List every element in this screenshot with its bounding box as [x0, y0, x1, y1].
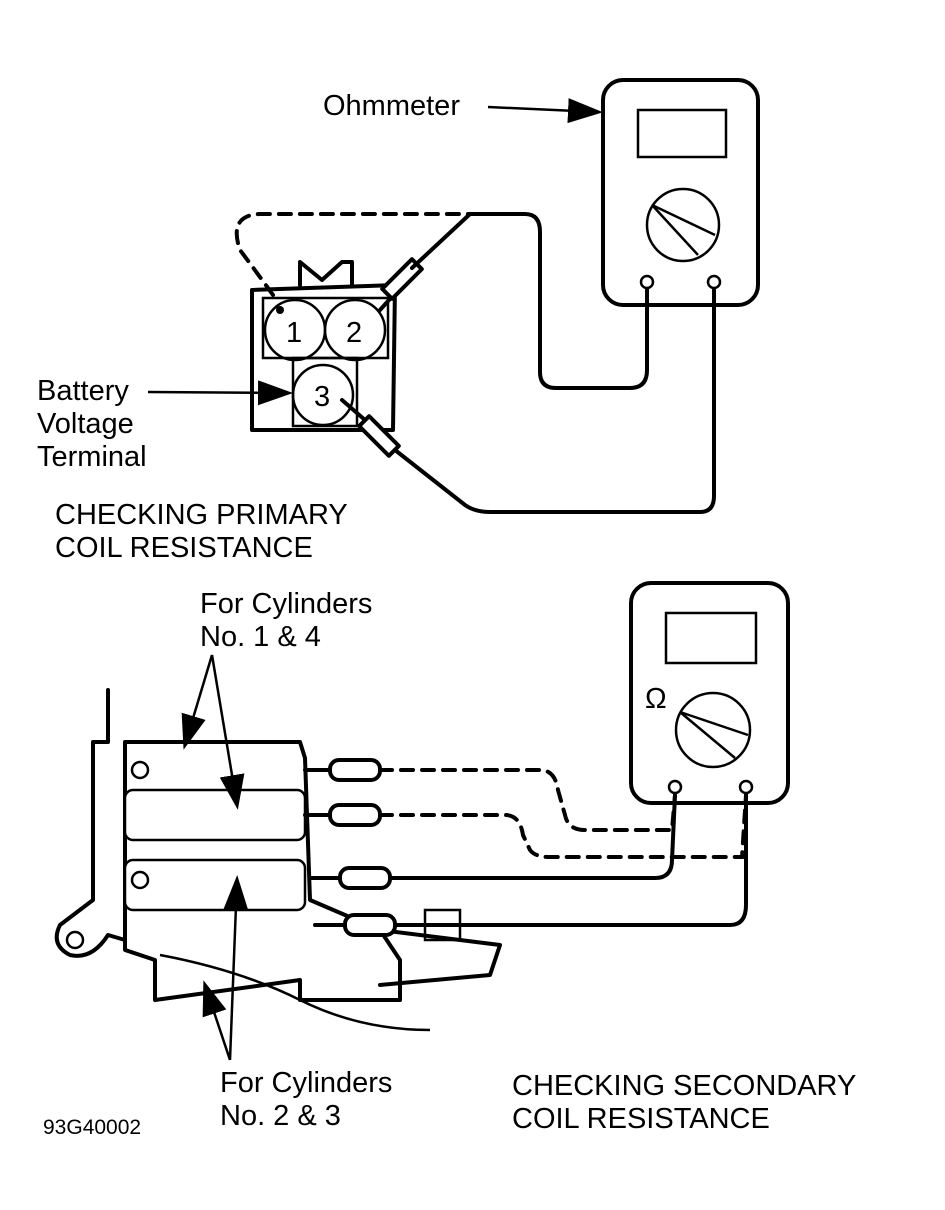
cyl23-label-line1: For Cylinders: [220, 1067, 392, 1099]
ohmmeter-display: [664, 611, 758, 665]
cyl23-arrow-a: [223, 875, 249, 1061]
dial-pointer: [679, 710, 749, 737]
lead-cyl14-dashed: [378, 768, 677, 832]
secondary-caption-line1: CHECKING SECONDARY: [512, 1070, 856, 1102]
probe-jack-com: [639, 274, 655, 290]
lead-cyl23-ohm: [393, 793, 748, 927]
mounting-bracket: [54, 688, 127, 958]
ohmmeter-display: [636, 108, 728, 159]
lead-com: [468, 212, 649, 390]
ohmmeter-arrow: [487, 98, 603, 124]
selector-dial: [645, 187, 721, 263]
cyl14-label-line1: For Cylinders: [200, 588, 372, 620]
terminal-2: [323, 298, 387, 362]
coil-lower: [123, 858, 307, 912]
ohmmeter-primary: [601, 78, 760, 307]
bracket-hole: [65, 930, 85, 950]
terminal-label-line1: Battery: [37, 375, 129, 407]
cyl23-arrow-b: [202, 980, 232, 1061]
secondary-caption-line2: COIL RESISTANCE: [512, 1103, 770, 1135]
primary-caption-line1: CHECKING PRIMARY: [55, 499, 348, 531]
terminal-1-dot: [276, 306, 284, 314]
harness-connector: [378, 928, 502, 987]
secondary-coil-pack: [54, 688, 502, 1032]
mount-bolt: [130, 870, 150, 890]
secondary-probes: [303, 758, 397, 937]
mount-bolt: [130, 760, 150, 780]
probe-terminal-2: [378, 212, 472, 312]
probe-jack-ohm: [706, 274, 722, 290]
terminal-2-label: 2: [346, 317, 362, 349]
primary-caption-line2: COIL RESISTANCE: [55, 532, 313, 564]
cyl23-label-line2: No. 2 & 3: [220, 1100, 341, 1132]
probe-jack-com: [667, 779, 683, 795]
cyl14-arrow-a: [181, 654, 214, 750]
ohmmeter-label: Ohmmeter: [323, 90, 460, 122]
alt-lead-dashed: [234, 212, 472, 297]
lead-cyl14b-dashed: [378, 793, 748, 859]
selector-dial: [674, 691, 752, 769]
primary-coil-connector: 1 2 3: [250, 260, 397, 432]
connector-tabs: [298, 260, 354, 287]
cyl14-arrow-b: [210, 654, 245, 810]
ohmmeter-body: [601, 78, 760, 307]
harness-wire: [159, 953, 431, 1032]
terminal-arrow: [147, 380, 293, 406]
ohmmeter-body: [629, 581, 790, 805]
probe-terminal-3: [340, 398, 401, 458]
dial-pointer: [651, 204, 699, 256]
lead-cyl23-com: [388, 793, 677, 880]
lead-ohm: [393, 288, 716, 514]
ohmmeter-secondary: Ω: [629, 581, 790, 805]
terminal-label-line3: Terminal: [37, 441, 147, 473]
coil-housing: [123, 740, 402, 1002]
terminal-label-line2: Voltage: [37, 408, 134, 440]
terminal-3: [291, 363, 355, 427]
terminal-3-label: 3: [314, 381, 330, 413]
dial-pointer: [679, 711, 736, 759]
coil-upper: [123, 788, 307, 842]
probe-jack-ohm: [738, 779, 754, 795]
ohm-symbol: Ω: [645, 683, 667, 715]
cyl14-label-line2: No. 1 & 4: [200, 621, 321, 653]
dial-pointer: [651, 203, 716, 237]
terminal-1-label: 1: [286, 317, 302, 349]
figure-id: 93G40002: [43, 1116, 141, 1139]
